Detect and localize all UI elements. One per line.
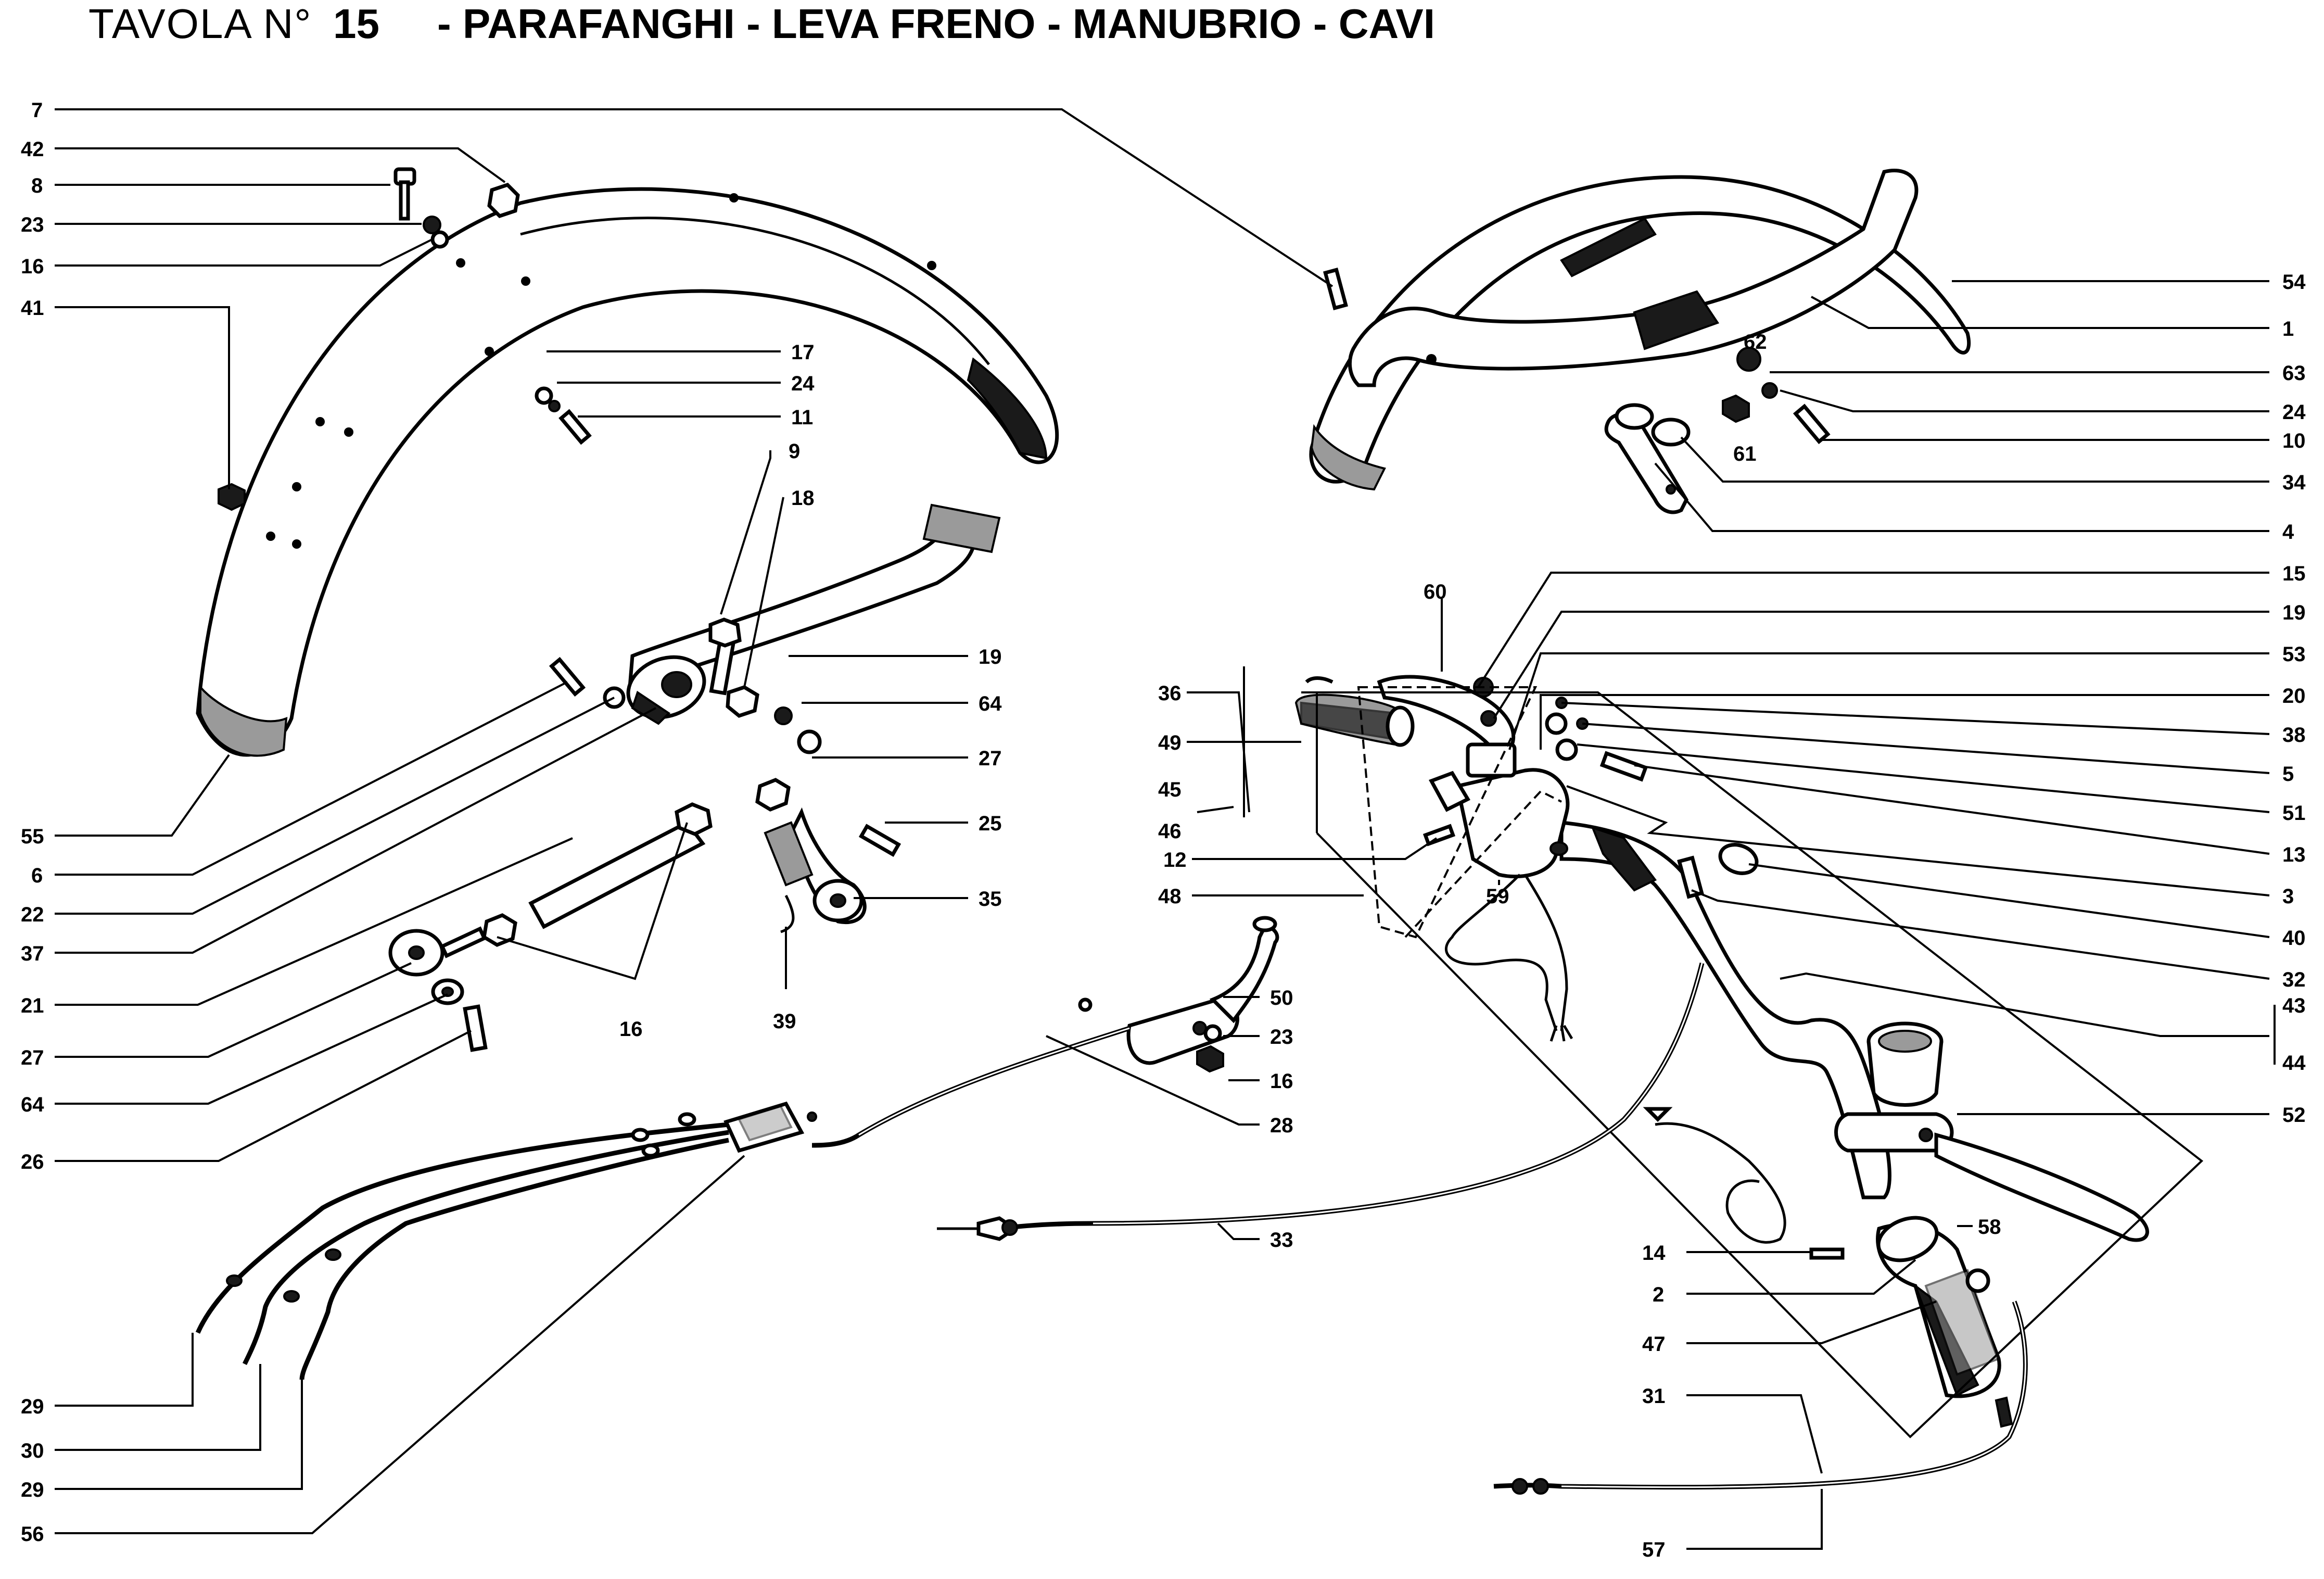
rear-mudguard [196,187,1059,757]
callout-57: 57 [1642,1538,1666,1561]
callout-45: 45 [1158,778,1182,801]
callout-16c: 16 [1270,1070,1293,1093]
callout-26: 26 [21,1151,44,1173]
callout-24b: 24 [2282,401,2306,424]
callout-28: 28 [1270,1114,1293,1137]
callout-63: 63 [2282,362,2306,385]
plate-number: 15 [333,1,379,47]
callout-60: 60 [1424,580,1447,603]
callout-48: 48 [1158,885,1182,908]
callout-10: 10 [2282,430,2306,452]
callout-21: 21 [21,994,44,1017]
callout-18: 18 [791,487,815,510]
callout-6: 6 [31,864,43,887]
assembly-outline [1301,691,2204,1438]
callout-27b: 27 [21,1046,44,1069]
callout-14: 14 [1642,1242,1666,1265]
front-mudguard [1309,168,1971,491]
callout-22: 22 [21,903,44,926]
plate-title-prefix: TAVOLA N° [88,1,312,47]
callout-38: 38 [2282,724,2306,747]
callout-37: 37 [21,942,44,965]
callout-16: 16 [21,255,44,278]
callout-62: 62 [1744,331,1767,353]
callout-33: 33 [1270,1229,1293,1252]
callout-19b: 19 [2282,601,2306,624]
brake-cam-lever [755,706,901,933]
pedal-pivot-hardware [549,617,759,718]
handlebar-clamp-bolt [1677,843,1759,899]
callout-2: 2 [1653,1283,1664,1306]
rear-mudguard-hardware [218,167,592,511]
callout-54: 54 [2282,271,2306,294]
callout-15: 15 [2282,562,2306,585]
callout-9: 9 [789,440,800,463]
speedometer-cable [937,962,1705,1241]
handlebar [1294,693,1891,1199]
callout-1: 1 [2282,318,2294,340]
callout-42: 42 [21,138,44,161]
callout-12: 12 [1163,849,1187,871]
callout-59: 59 [1486,885,1509,908]
callout-40: 40 [2282,927,2306,950]
callout-16b: 16 [619,1018,643,1041]
wiring-loop [1445,874,1573,1042]
callout-58: 58 [1978,1216,2001,1239]
callout-31: 31 [1642,1385,1666,1408]
callout-46: 46 [1158,820,1182,843]
callout-labels: 7 42 8 23 16 41 17 24 11 9 18 19 64 27 2… [21,99,2306,1561]
callout-36: 36 [1158,682,1182,705]
callout-61: 61 [1733,443,1757,465]
callout-35: 35 [979,888,1002,911]
callout-49: 49 [1158,731,1182,754]
callout-51: 51 [2282,802,2306,825]
callout-44: 44 [2282,1052,2306,1075]
callout-34: 34 [2282,471,2306,494]
callout-64b: 64 [21,1093,44,1116]
plate-description: - PARAFANGHI - LEVA FRENO - MANUBRIO - C… [437,1,1435,47]
right-grip-throttle [1643,1107,2001,1398]
choke-cable [1493,1300,2028,1495]
callout-23: 23 [21,213,44,236]
callout-5: 5 [2282,763,2294,786]
callout-64: 64 [979,692,1002,715]
leader-lines [55,108,2276,1550]
callout-3: 3 [2282,885,2294,908]
callout-4: 4 [2282,521,2294,544]
callout-23b: 23 [1270,1026,1293,1049]
callout-52: 52 [2282,1104,2306,1127]
callout-53: 53 [2282,643,2306,666]
callout-55: 55 [21,825,44,848]
front-mudguard-hardware [1323,268,1831,514]
callout-41: 41 [21,297,44,320]
callout-7: 7 [31,99,43,122]
callout-27: 27 [979,747,1002,770]
callout-19: 19 [979,646,1002,668]
callout-29b: 29 [21,1479,44,1501]
callout-20: 20 [2282,685,2306,708]
callout-8: 8 [31,174,43,197]
callout-47: 47 [1642,1333,1666,1356]
callout-39: 39 [773,1010,796,1033]
brake-pedal [626,503,1001,725]
callout-17: 17 [791,341,815,364]
dashed-lever-group [1357,686,1562,939]
callout-43: 43 [2282,994,2306,1017]
callout-56: 56 [21,1523,44,1546]
callout-25: 25 [979,812,1002,835]
brake-rod [388,802,713,1052]
callout-50: 50 [1270,987,1293,1009]
left-grip [1305,676,1334,684]
callout-29: 29 [21,1395,44,1418]
callout-13: 13 [2282,843,2306,866]
callout-32: 32 [2282,968,2306,991]
callout-11: 11 [791,406,813,429]
front-brake-master-cylinder [1834,1021,2149,1242]
callout-30: 30 [21,1439,44,1462]
throttle-cable-bundle [195,1101,817,1380]
callout-24: 24 [791,372,815,395]
